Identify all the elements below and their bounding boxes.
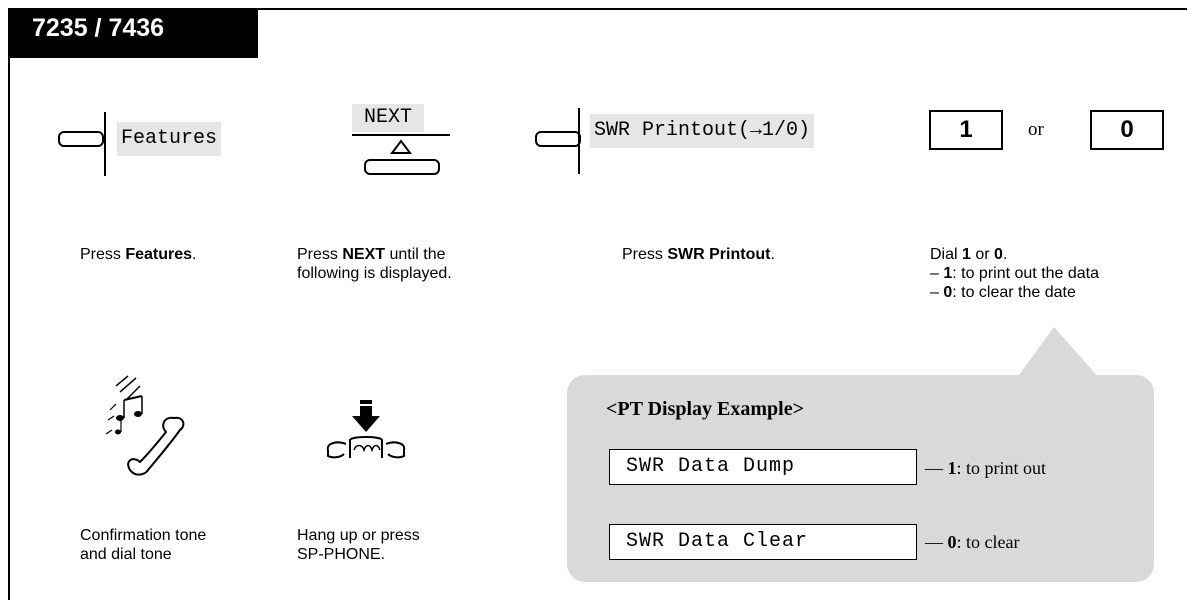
display-divider bbox=[104, 112, 106, 176]
next-key-label: NEXT bbox=[352, 104, 425, 132]
next-key-rule bbox=[352, 134, 450, 136]
confirmation-tone-icon bbox=[105, 375, 185, 476]
soft-key-button[interactable] bbox=[535, 131, 581, 147]
display-row-dump-note: — 1: to print out bbox=[925, 458, 1046, 478]
model-tab: 7235 / 7436 bbox=[8, 8, 258, 58]
display-row-dump: SWR Data Dump bbox=[609, 449, 917, 485]
lcd-label-swr-printout: SWR Printout(→1/0) bbox=[590, 114, 815, 148]
or-text: or bbox=[1028, 119, 1044, 140]
display-row-clear: SWR Data Clear bbox=[609, 524, 917, 560]
step1-caption: Press Features. bbox=[80, 246, 197, 263]
lcd-label-features: Features bbox=[117, 122, 222, 156]
step3-caption: Press SWR Printout. bbox=[622, 246, 775, 263]
hang-up-icon bbox=[326, 400, 406, 459]
up-arrow-icon bbox=[390, 139, 412, 154]
soft-key-button[interactable] bbox=[58, 131, 104, 147]
step4-caption: Dial 1 or 0. – 1: to print out the data … bbox=[930, 246, 1100, 301]
callout-pointer bbox=[1016, 327, 1100, 379]
frame-left-border bbox=[8, 8, 10, 600]
dial-key-0[interactable]: 0 bbox=[1090, 110, 1164, 150]
display-example-title: <PT Display Example> bbox=[606, 398, 805, 420]
display-divider bbox=[578, 108, 580, 174]
frame-top-border bbox=[8, 8, 1187, 10]
dial-key-1[interactable]: 1 bbox=[929, 110, 1003, 150]
next-key-button[interactable] bbox=[364, 159, 440, 175]
step2-caption: Press NEXT until the following is displa… bbox=[297, 246, 452, 282]
display-row-clear-note: — 0: to clear bbox=[925, 532, 1020, 552]
